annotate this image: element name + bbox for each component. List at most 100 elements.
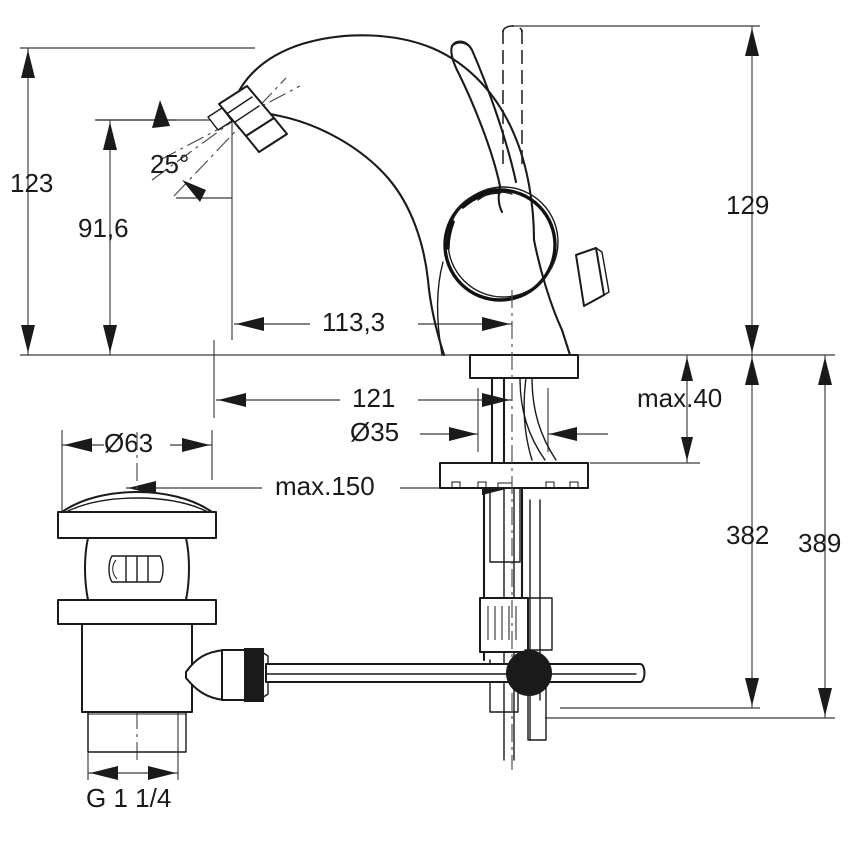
cartridge-ring-outer [443, 188, 557, 302]
side-button-edge [595, 247, 610, 296]
drain-stopper [61, 491, 213, 513]
arrow-right-d35 [449, 427, 477, 441]
cartridge-neck [477, 191, 513, 201]
plate-notch-3 [545, 481, 555, 488]
arrow-right-1133 [482, 317, 510, 331]
drain-body [57, 491, 269, 753]
plate-notch-2 [477, 481, 487, 488]
aerator-collar [258, 133, 288, 153]
lever-cap [451, 40, 473, 51]
dim-body-height-right: 129 [726, 26, 769, 355]
arrow-left-d63 [64, 438, 92, 452]
hose-b [531, 377, 557, 461]
side-port-nut [244, 648, 264, 702]
side-button [575, 247, 610, 307]
arrow-right-d63 [182, 438, 210, 452]
aerator-face-line2 [234, 105, 260, 123]
label-body-height-right: 129 [726, 190, 769, 220]
nut-left-body [479, 597, 529, 653]
arrow-left-thread [90, 766, 118, 780]
drain-stopper-seam [65, 497, 209, 513]
side-button-face [575, 247, 605, 307]
dim-drain-flange-dia: Ø63 [61, 428, 213, 512]
overflow-slot [108, 555, 164, 583]
nut-right-body [524, 597, 553, 651]
hidden-stem [502, 25, 523, 166]
dim-shank-diameter: Ø35 [350, 388, 608, 452]
lift-rod-clamp [506, 650, 552, 696]
cartridge-ring [443, 186, 559, 302]
arrow-down-382 [745, 678, 759, 706]
mounting-plate-body [439, 462, 589, 489]
label-drain-thread: G 1 1/4 [86, 783, 171, 813]
label-shank-diameter: Ø35 [350, 417, 399, 447]
drain-lower-flange [57, 599, 217, 625]
mounting-plate [439, 462, 589, 489]
arrow-left-121 [218, 393, 246, 407]
label-hose-length: max.150 [275, 471, 375, 501]
shank-assembly [439, 376, 589, 761]
arrow-down-389 [818, 688, 832, 716]
hidden-stem-cap [502, 25, 523, 33]
label-drain-flange-dia: Ø63 [104, 428, 153, 458]
dim-overall-382: 382 [726, 355, 769, 708]
arrow-left-1133 [236, 317, 264, 331]
body-right-outline [532, 238, 572, 357]
label-overall-382: 382 [726, 520, 769, 550]
dim-height-total: 123 [10, 48, 53, 355]
shank-lower-sleeve [489, 487, 521, 563]
arrow-right-thread [148, 766, 176, 780]
arrow-up-382 [745, 357, 759, 385]
label-aerator-angle: 25° [150, 149, 189, 179]
arrow-up-123 [21, 50, 35, 78]
arrow-angle-lower [182, 180, 206, 202]
arrow-right-121 [482, 393, 510, 407]
label-height-total: 123 [10, 168, 53, 198]
label-overall-389: 389 [798, 528, 841, 558]
lever-arm-right [450, 41, 518, 184]
arrow-up-129 [745, 28, 759, 56]
arrow-angle-upper [152, 100, 170, 128]
dim-counter-thickness: max.40 [637, 355, 722, 463]
label-projection-121: 121 [352, 383, 395, 413]
drain-thread-section [87, 711, 187, 753]
drain-side-port [185, 648, 269, 702]
label-spout-reach: 113,3 [322, 307, 385, 337]
arrow-up-max40 [681, 357, 693, 381]
shank-tail-right [527, 659, 547, 741]
dim-drain-thread: G 1 1/4 [86, 712, 179, 813]
label-height-spout: 91,6 [78, 213, 129, 243]
label-counter-thickness: max.40 [637, 383, 722, 413]
dim-height-spout: 91,6 [78, 120, 129, 355]
arrow-left-d35 [549, 427, 577, 441]
pull-rod-shaft [265, 663, 646, 683]
dim-hose-length: max.150 [126, 471, 512, 501]
dim-projection-121: 121 [213, 340, 512, 418]
body-left-outline [426, 278, 446, 357]
drain-tailpiece [81, 623, 193, 713]
lever-handle [450, 40, 518, 214]
body-left-inner [436, 261, 444, 356]
arrow-down-129 [745, 325, 759, 353]
arrow-down-916 [103, 325, 117, 353]
arrow-down-123 [21, 325, 35, 353]
aerator [207, 85, 288, 153]
plate-notch-4 [569, 481, 579, 488]
cartridge-highlight-b [446, 220, 455, 250]
aerator-ball-socket [207, 107, 233, 131]
slot-round [112, 559, 118, 580]
coupling-nuts [479, 597, 553, 653]
hose-c [523, 377, 533, 461]
aerator-face-line1 [227, 96, 253, 114]
dim-overall-389: 389 [798, 355, 841, 718]
lever-arm-left [450, 44, 502, 188]
pull-rod [265, 650, 646, 696]
hose-a [519, 377, 546, 461]
faucet-body [207, 25, 610, 379]
drain-flange [57, 511, 217, 539]
arrow-down-max40 [681, 437, 693, 461]
dim-spout-reach: 113,3 [231, 112, 512, 340]
plate-notch-1 [451, 481, 461, 488]
spout-top-outline [230, 34, 536, 242]
